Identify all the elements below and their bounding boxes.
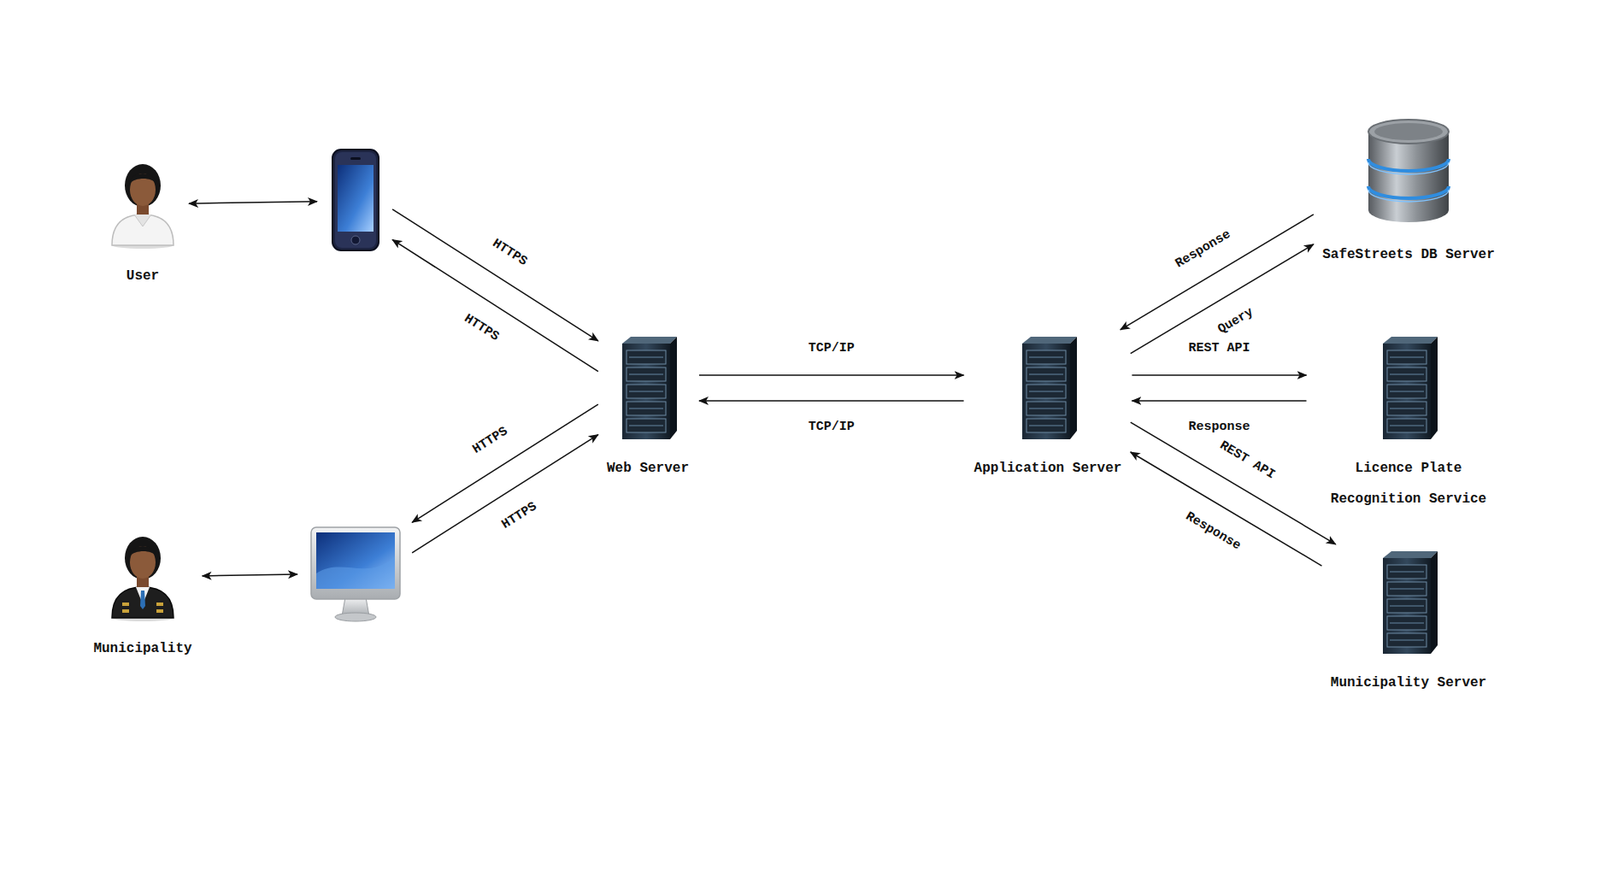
desktop-device [307,522,404,625]
edge-label: REST API [1186,341,1252,357]
server-node: Licence Plate Recognition Service [1317,335,1501,515]
node-icon-graphic [311,527,400,622]
edge-label: HTTPS [458,310,503,347]
node-icon [613,335,683,442]
connector-arrow [1120,214,1314,330]
node-icon-graphic [1368,119,1449,223]
node-label: Licence Plate Recognition Service [1317,452,1501,515]
connector-arrow [202,574,298,577]
municipality-actor: Municipality [93,532,192,665]
connector-arrow [699,400,965,402]
connector-arrow [392,209,599,342]
node-icon [327,147,384,254]
node-label: Municipality [93,633,192,665]
node-icon-graphic [1022,336,1077,440]
node-label: User [126,260,159,292]
node-icon [307,522,404,625]
server-node: Web Server [606,335,689,484]
connector-arrow [699,374,965,377]
edge-label: HTTPS [488,235,532,271]
node-icon [1361,117,1456,228]
connector-arrow [1131,400,1306,402]
node-icon [1374,335,1443,442]
node-label: Web Server [606,452,689,484]
database-node: SafeStreets DB Server [1322,117,1495,271]
node-icon [106,159,179,249]
connector-arrow [411,404,599,523]
node-label: Application Server [974,452,1123,484]
connector-arrow [392,239,599,371]
node-label: Municipality Server [1330,667,1487,699]
connector-arrow [1130,452,1323,566]
connector-arrow [1131,374,1306,377]
connector-arrow [188,201,318,204]
node-icon-graphic [111,536,174,622]
node-icon-graphic [111,164,174,249]
edge-label: Query [1213,304,1258,340]
user-actor: User [106,159,179,292]
connector-arrow [1130,244,1314,354]
node-icon-graphic [332,149,379,251]
edge-label: Response [1186,419,1252,436]
node-icon [106,532,179,622]
node-icon-graphic [1382,336,1438,440]
connector-arrow [1130,422,1336,545]
edge-label: HTTPS [497,498,542,534]
server-node: Municipality Server [1330,549,1487,699]
node-icon-graphic [622,336,677,440]
node-icon-graphic [1382,551,1438,654]
edge-label: HTTPS [469,423,513,459]
edge-label: Response [1171,226,1236,273]
edge-label: TCP/IP [806,419,857,436]
edge-label: REST API [1214,437,1279,484]
node-icon [1374,549,1443,656]
node-label: SafeStreets DB Server [1322,239,1495,271]
smartphone-device [327,147,384,254]
connector-arrow [411,435,599,553]
edge-label: TCP/IP [806,341,857,357]
node-icon [1013,335,1083,442]
edge-label: Response [1180,508,1245,555]
server-node: Application Server [974,335,1123,484]
